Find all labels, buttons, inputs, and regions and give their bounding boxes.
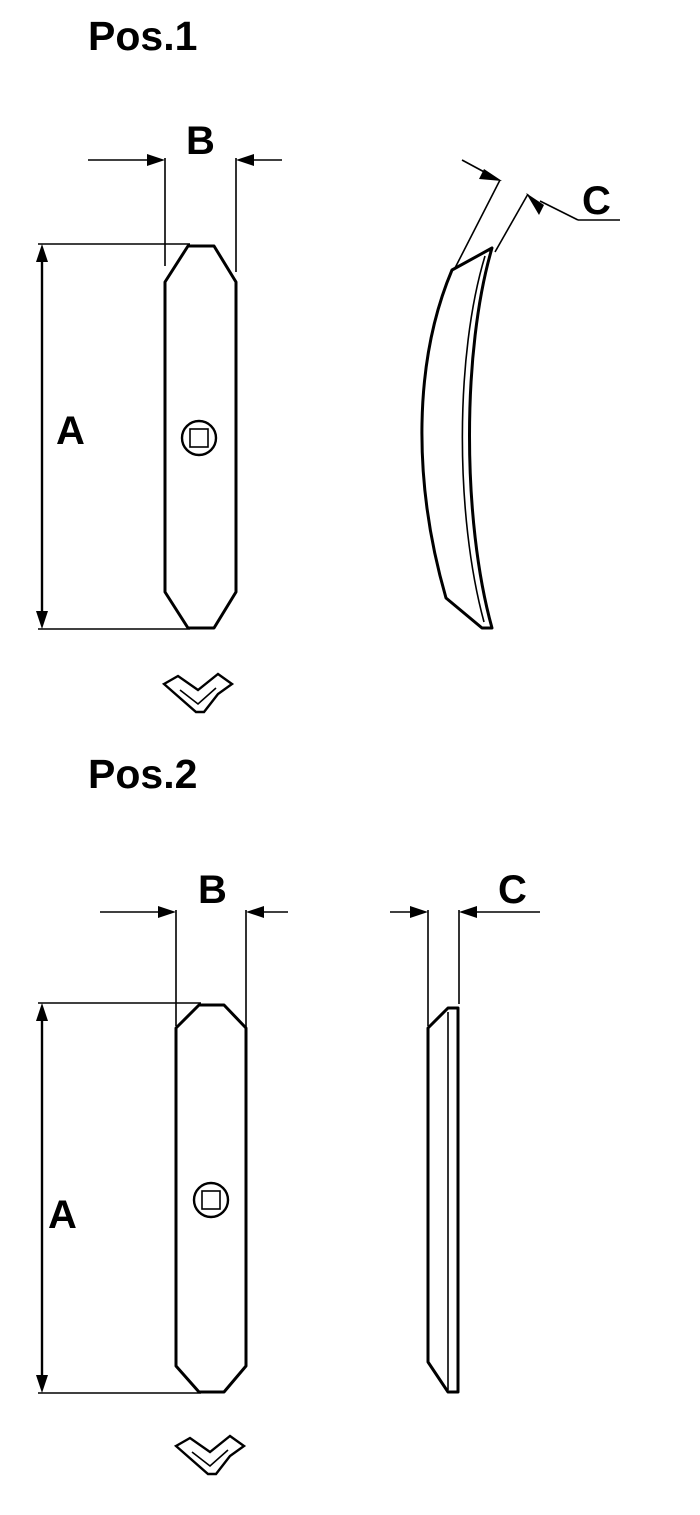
pos1-label-a: A [56, 409, 85, 453]
pos2-square-bolt-slot [201, 1190, 221, 1210]
position-2-title: Pos.2 [88, 751, 197, 797]
pos1-cutting-edge-detail [161, 672, 235, 714]
pos2-cutting-edge-detail [173, 1434, 247, 1476]
position-1-title: Pos.1 [88, 13, 197, 59]
pos1-blade-front-view [163, 244, 238, 630]
position-1: Pos.1 A B [36, 13, 620, 714]
pos2-blade-side-view-flat [426, 1006, 460, 1394]
pos2-dimension-a: A [36, 1002, 201, 1394]
pos1-blade-bevel-line [461, 255, 486, 623]
pos2-blade-front-view [174, 1003, 248, 1394]
pos2-dimension-b: B [100, 868, 288, 1028]
pos2-mounting-hole [192, 1181, 230, 1219]
position-2: Pos.2 A B [36, 751, 540, 1476]
pos1-dimension-c: C [454, 159, 620, 269]
pos1-dimension-b: B [88, 119, 282, 272]
pos1-dimension-a: A [36, 243, 190, 630]
pos1-label-c: C [582, 179, 611, 223]
pos1-square-bolt-slot [189, 428, 209, 448]
pos2-label-b: B [198, 868, 227, 912]
pos1-mounting-hole [180, 419, 218, 457]
pos1-blade-side-view-curved [420, 246, 494, 630]
pos2-label-a: A [48, 1193, 77, 1237]
pos2-dimension-c: C [390, 868, 540, 1026]
pos2-label-c: C [498, 868, 527, 912]
pos1-label-b: B [186, 119, 215, 163]
